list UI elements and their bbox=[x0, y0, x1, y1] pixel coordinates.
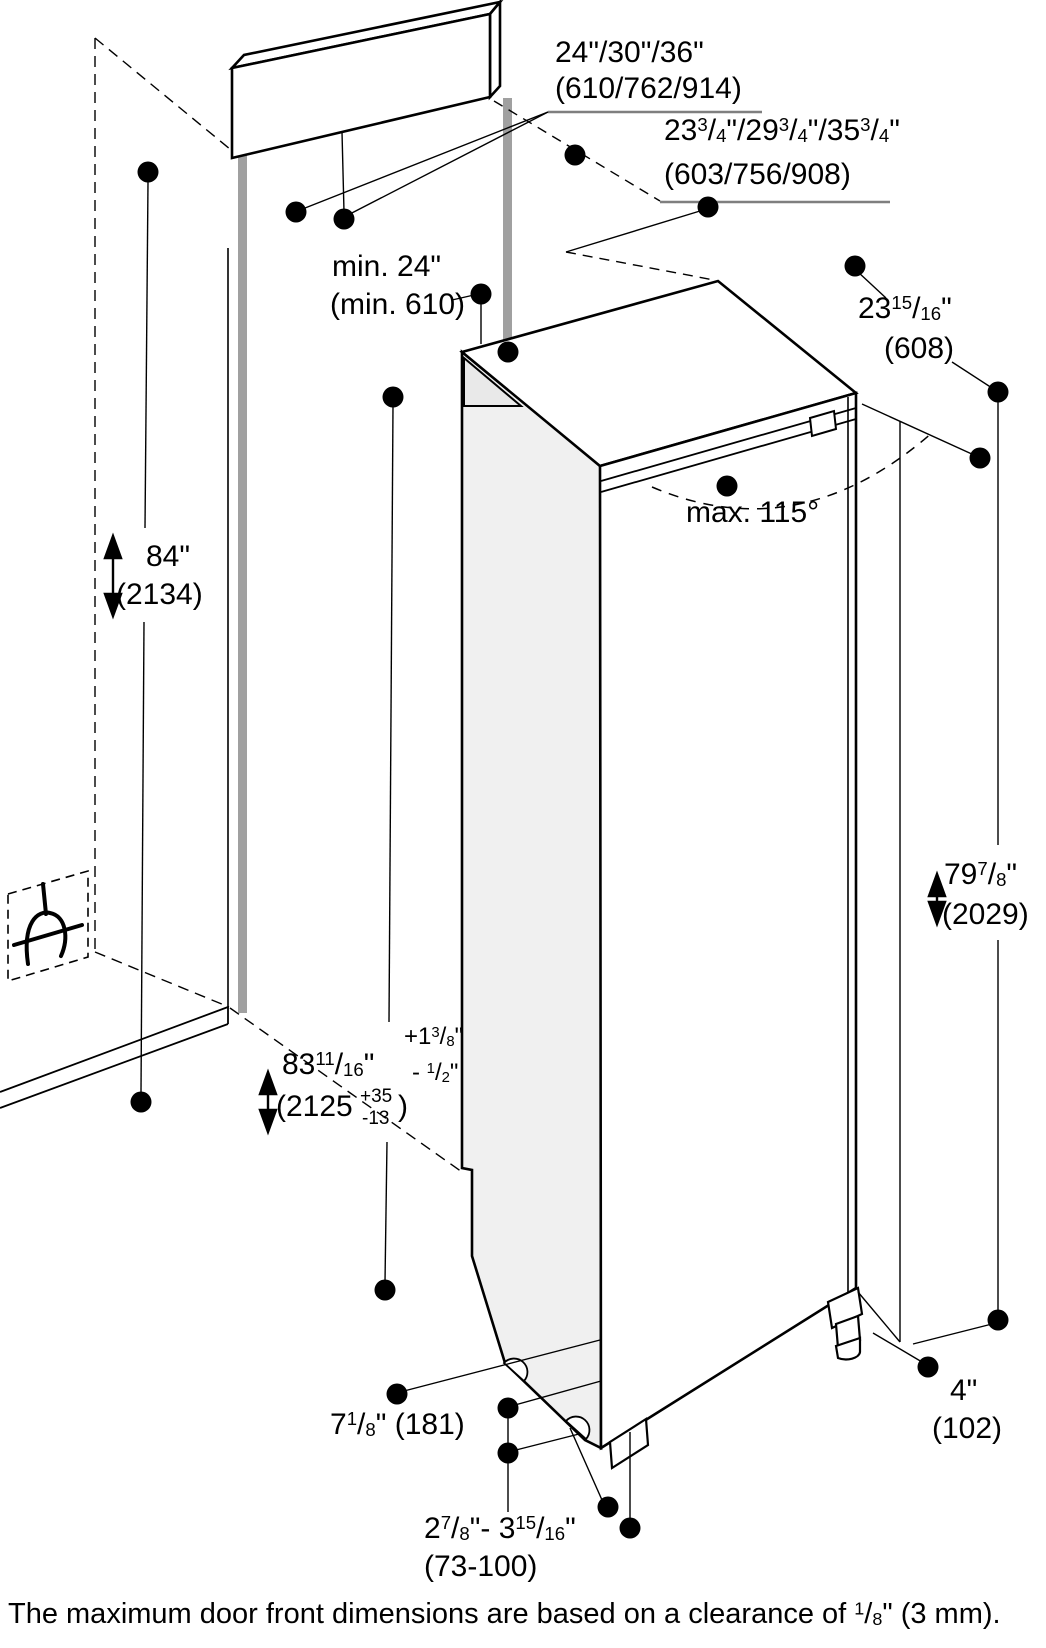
footnote-caption: The maximum door front dimensions are ba… bbox=[8, 1598, 1001, 1630]
appliance-corner-detail bbox=[463, 355, 524, 407]
wall-niche bbox=[0, 37, 512, 1173]
appliance-column bbox=[459, 279, 935, 1470]
appliance-depth-inches-label: 2315/16" bbox=[858, 292, 952, 325]
niche-height-mm-minus-label: -13 bbox=[362, 1108, 390, 1129]
appliance-side-face bbox=[460, 349, 603, 1451]
niche-height-tolerance-plus-label: +13/8" bbox=[404, 1023, 464, 1050]
niche-width-inches-label: 24"/30"/36" bbox=[555, 36, 704, 69]
door-front-width-mm-label: (603/756/908) bbox=[664, 158, 851, 191]
niche-height-mm-plus-label: +35 bbox=[360, 1086, 393, 1107]
door-swing-angle-label: max. 115° bbox=[686, 496, 820, 529]
foot-adjust-range-inches-label: 27/8"- 315/16" bbox=[424, 1512, 576, 1545]
niche-height-mm-close-label: ) bbox=[398, 1090, 408, 1123]
dimension-lines bbox=[140, 100, 999, 1518]
appliance-door-face bbox=[598, 391, 858, 1451]
foot-height-inches-label: 4" bbox=[950, 1374, 978, 1407]
ceiling-height-inches-label: 84" bbox=[146, 540, 191, 573]
niche-height-tolerance-minus-label: - 1/2" bbox=[412, 1059, 459, 1086]
niche-height-inches-label: 8311/16" bbox=[282, 1048, 375, 1081]
plinth-recess-label: 71/8" (181) bbox=[330, 1408, 465, 1441]
wall-filler-strip-right bbox=[503, 98, 512, 346]
door-front-width-inches-label: 233/4"/293/4"/353/4" bbox=[664, 114, 900, 147]
appliance-height-mm-label: (2029) bbox=[942, 898, 1029, 931]
door-front-panel bbox=[228, 0, 504, 213]
door-swing-arc bbox=[651, 430, 935, 510]
dimension-arrows bbox=[103, 532, 947, 1136]
ceiling-height-mm-label: (2134) bbox=[116, 578, 203, 611]
niche-width-mm-label: (610/762/914) bbox=[555, 72, 742, 105]
appliance-feet bbox=[608, 1286, 864, 1470]
door-handle-rail bbox=[600, 407, 857, 493]
foot-adjust-range-mm-label: (73-100) bbox=[424, 1550, 538, 1583]
appliance-height-inches-label: 797/8" bbox=[944, 858, 1018, 891]
min-depth-inches-label: min. 24" bbox=[332, 250, 442, 283]
min-depth-mm-label: (min. 610) bbox=[330, 288, 466, 321]
niche-height-mm-label: (2125 bbox=[276, 1090, 353, 1123]
wall-filler-strip-left bbox=[238, 155, 247, 1013]
appliance-depth-mm-label: (608) bbox=[884, 332, 955, 365]
leader-dots bbox=[130, 144, 1009, 1539]
foot-height-mm-label: (102) bbox=[932, 1412, 1003, 1445]
power-outlet-symbol bbox=[7, 869, 89, 983]
